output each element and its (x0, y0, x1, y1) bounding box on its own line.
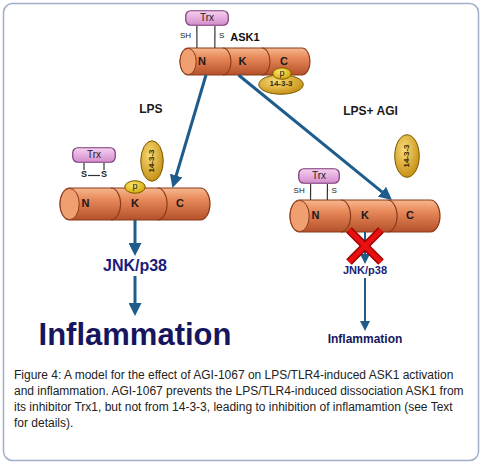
node-text: N (74, 188, 98, 220)
trx-protein: Trx (72, 147, 116, 163)
node-text: C (168, 188, 192, 220)
domain-divider (388, 200, 398, 232)
node-text: N (304, 200, 328, 232)
node-text: p (124, 180, 146, 194)
trx-protein: Trx (185, 10, 229, 26)
node-text: p (272, 67, 292, 80)
trx-protein: Trx (298, 168, 340, 184)
pathway-step: JNK/p38 (85, 256, 185, 276)
pathway-arrow (134, 220, 137, 248)
sulfur-label: S (79, 170, 89, 179)
cylinder-end (290, 200, 309, 231)
block-cross (349, 230, 381, 262)
node-text: Inflammation (15, 316, 255, 354)
domain-divider (341, 200, 351, 232)
ask1-kinase: NKCp (60, 188, 210, 220)
edge-label: SH (294, 187, 305, 195)
ask1-kinase: NKC (290, 200, 440, 232)
node-text: Trx (298, 168, 340, 184)
bond-connector (214, 26, 215, 48)
block-cross-shadow (349, 230, 381, 262)
figure-border (4, 4, 479, 461)
edge-label: LPS (139, 103, 162, 115)
binding-protein: 14-3-3 (394, 134, 420, 178)
domain-divider (111, 188, 121, 220)
node-text: ASK1 (180, 31, 310, 45)
pathway-arrow (364, 278, 366, 325)
node-text: Trx (72, 147, 116, 163)
pathway-step: Inflammation (315, 331, 415, 348)
node-text: K (353, 200, 377, 232)
node-text: 14-3-3 (394, 134, 420, 178)
pathway-step: Inflammation (15, 316, 255, 354)
pathway-arrow (175, 75, 206, 181)
node-text: C (398, 200, 422, 232)
pathway-arrow (364, 232, 366, 258)
oval-outline (395, 135, 420, 178)
box-outline (299, 169, 340, 184)
node-text: JNK/p38 (85, 256, 185, 276)
bond-connector (327, 184, 328, 200)
node-text: Trx (185, 10, 229, 26)
bond-connector (196, 26, 197, 48)
cylinder-body (290, 200, 440, 232)
block-cross (349, 230, 381, 262)
bond-line (83, 163, 84, 170)
bond-line (103, 163, 104, 170)
domain-divider (158, 188, 168, 220)
cylinder-end (180, 48, 196, 74)
sulfur-label: S (99, 170, 109, 179)
binding-protein: 14-3-3 (140, 140, 164, 182)
node-text: K (230, 48, 254, 75)
block-cross-shadow (349, 230, 381, 262)
figure-caption: Figure 4: A model for the effect of AGI-… (14, 367, 468, 431)
disulfide-bond (88, 175, 100, 176)
bond-connector (310, 184, 311, 200)
pathway-arrow (134, 276, 137, 308)
node-text: 14-3-3 (140, 140, 164, 182)
cylinder-end (60, 188, 79, 219)
oval-outline (141, 141, 164, 182)
box-outline (73, 148, 116, 163)
edge-label: SH (180, 32, 191, 40)
edge-label: LPS+ AGI (343, 105, 398, 117)
node-text: Inflammation (315, 331, 415, 348)
domain-divider (262, 48, 270, 75)
oval-outline (125, 181, 146, 194)
pathway-step: JNK/p38 (335, 264, 395, 278)
domain-divider (223, 48, 231, 75)
edge-label: S (219, 32, 224, 40)
oval-outline (273, 68, 292, 80)
node-text: N (190, 48, 214, 75)
binding-protein: p (124, 180, 146, 194)
pathway-arrow (239, 75, 386, 195)
box-outline (186, 11, 229, 26)
node-text: JNK/p38 (335, 264, 395, 278)
edge-label: S (331, 187, 336, 195)
binding-protein: p (272, 67, 292, 80)
